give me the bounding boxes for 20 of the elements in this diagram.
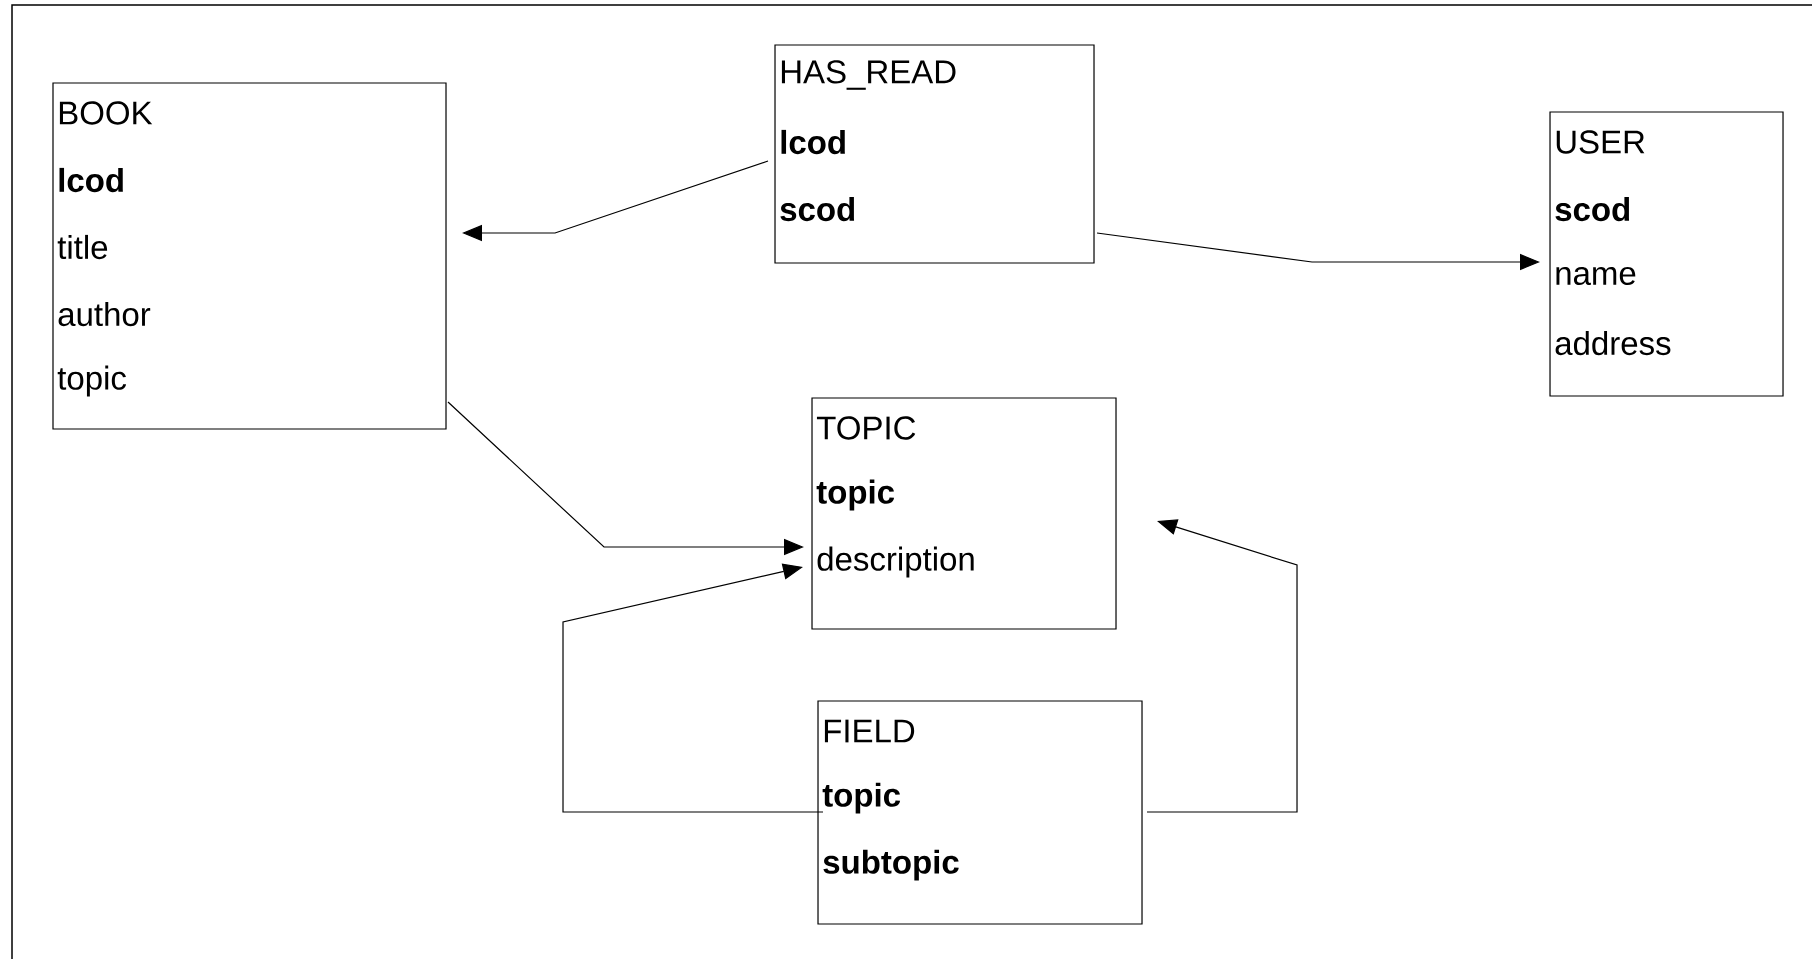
- entity-name: USER: [1556, 130, 1645, 154]
- attribute-text: title: [57, 234, 108, 260]
- attribute-text: name: [1556, 266, 1636, 286]
- arrow: [1146, 519, 1298, 813]
- entity-name: TOPIC: [816, 416, 916, 440]
- key-attribute: topic: [816, 479, 895, 511]
- entity-name: HAS_READ: [781, 60, 956, 90]
- arrow: [562, 563, 824, 813]
- key-attribute: scod: [1555, 196, 1630, 222]
- attribute-text: author: [58, 301, 151, 327]
- entity-name: BOOK: [59, 101, 153, 125]
- attribute-text: address: [1555, 330, 1671, 356]
- attribute-text: description: [817, 546, 974, 578]
- attribute-text: topic: [57, 365, 127, 397]
- key-attribute: topic: [822, 782, 901, 814]
- key-attribute: subtopic: [823, 849, 959, 881]
- key-attribute: lcod: [59, 167, 123, 193]
- key-attribute: scod: [780, 196, 855, 222]
- entity-name: FIELD: [824, 719, 915, 743]
- key-attribute: lcod: [781, 129, 845, 155]
